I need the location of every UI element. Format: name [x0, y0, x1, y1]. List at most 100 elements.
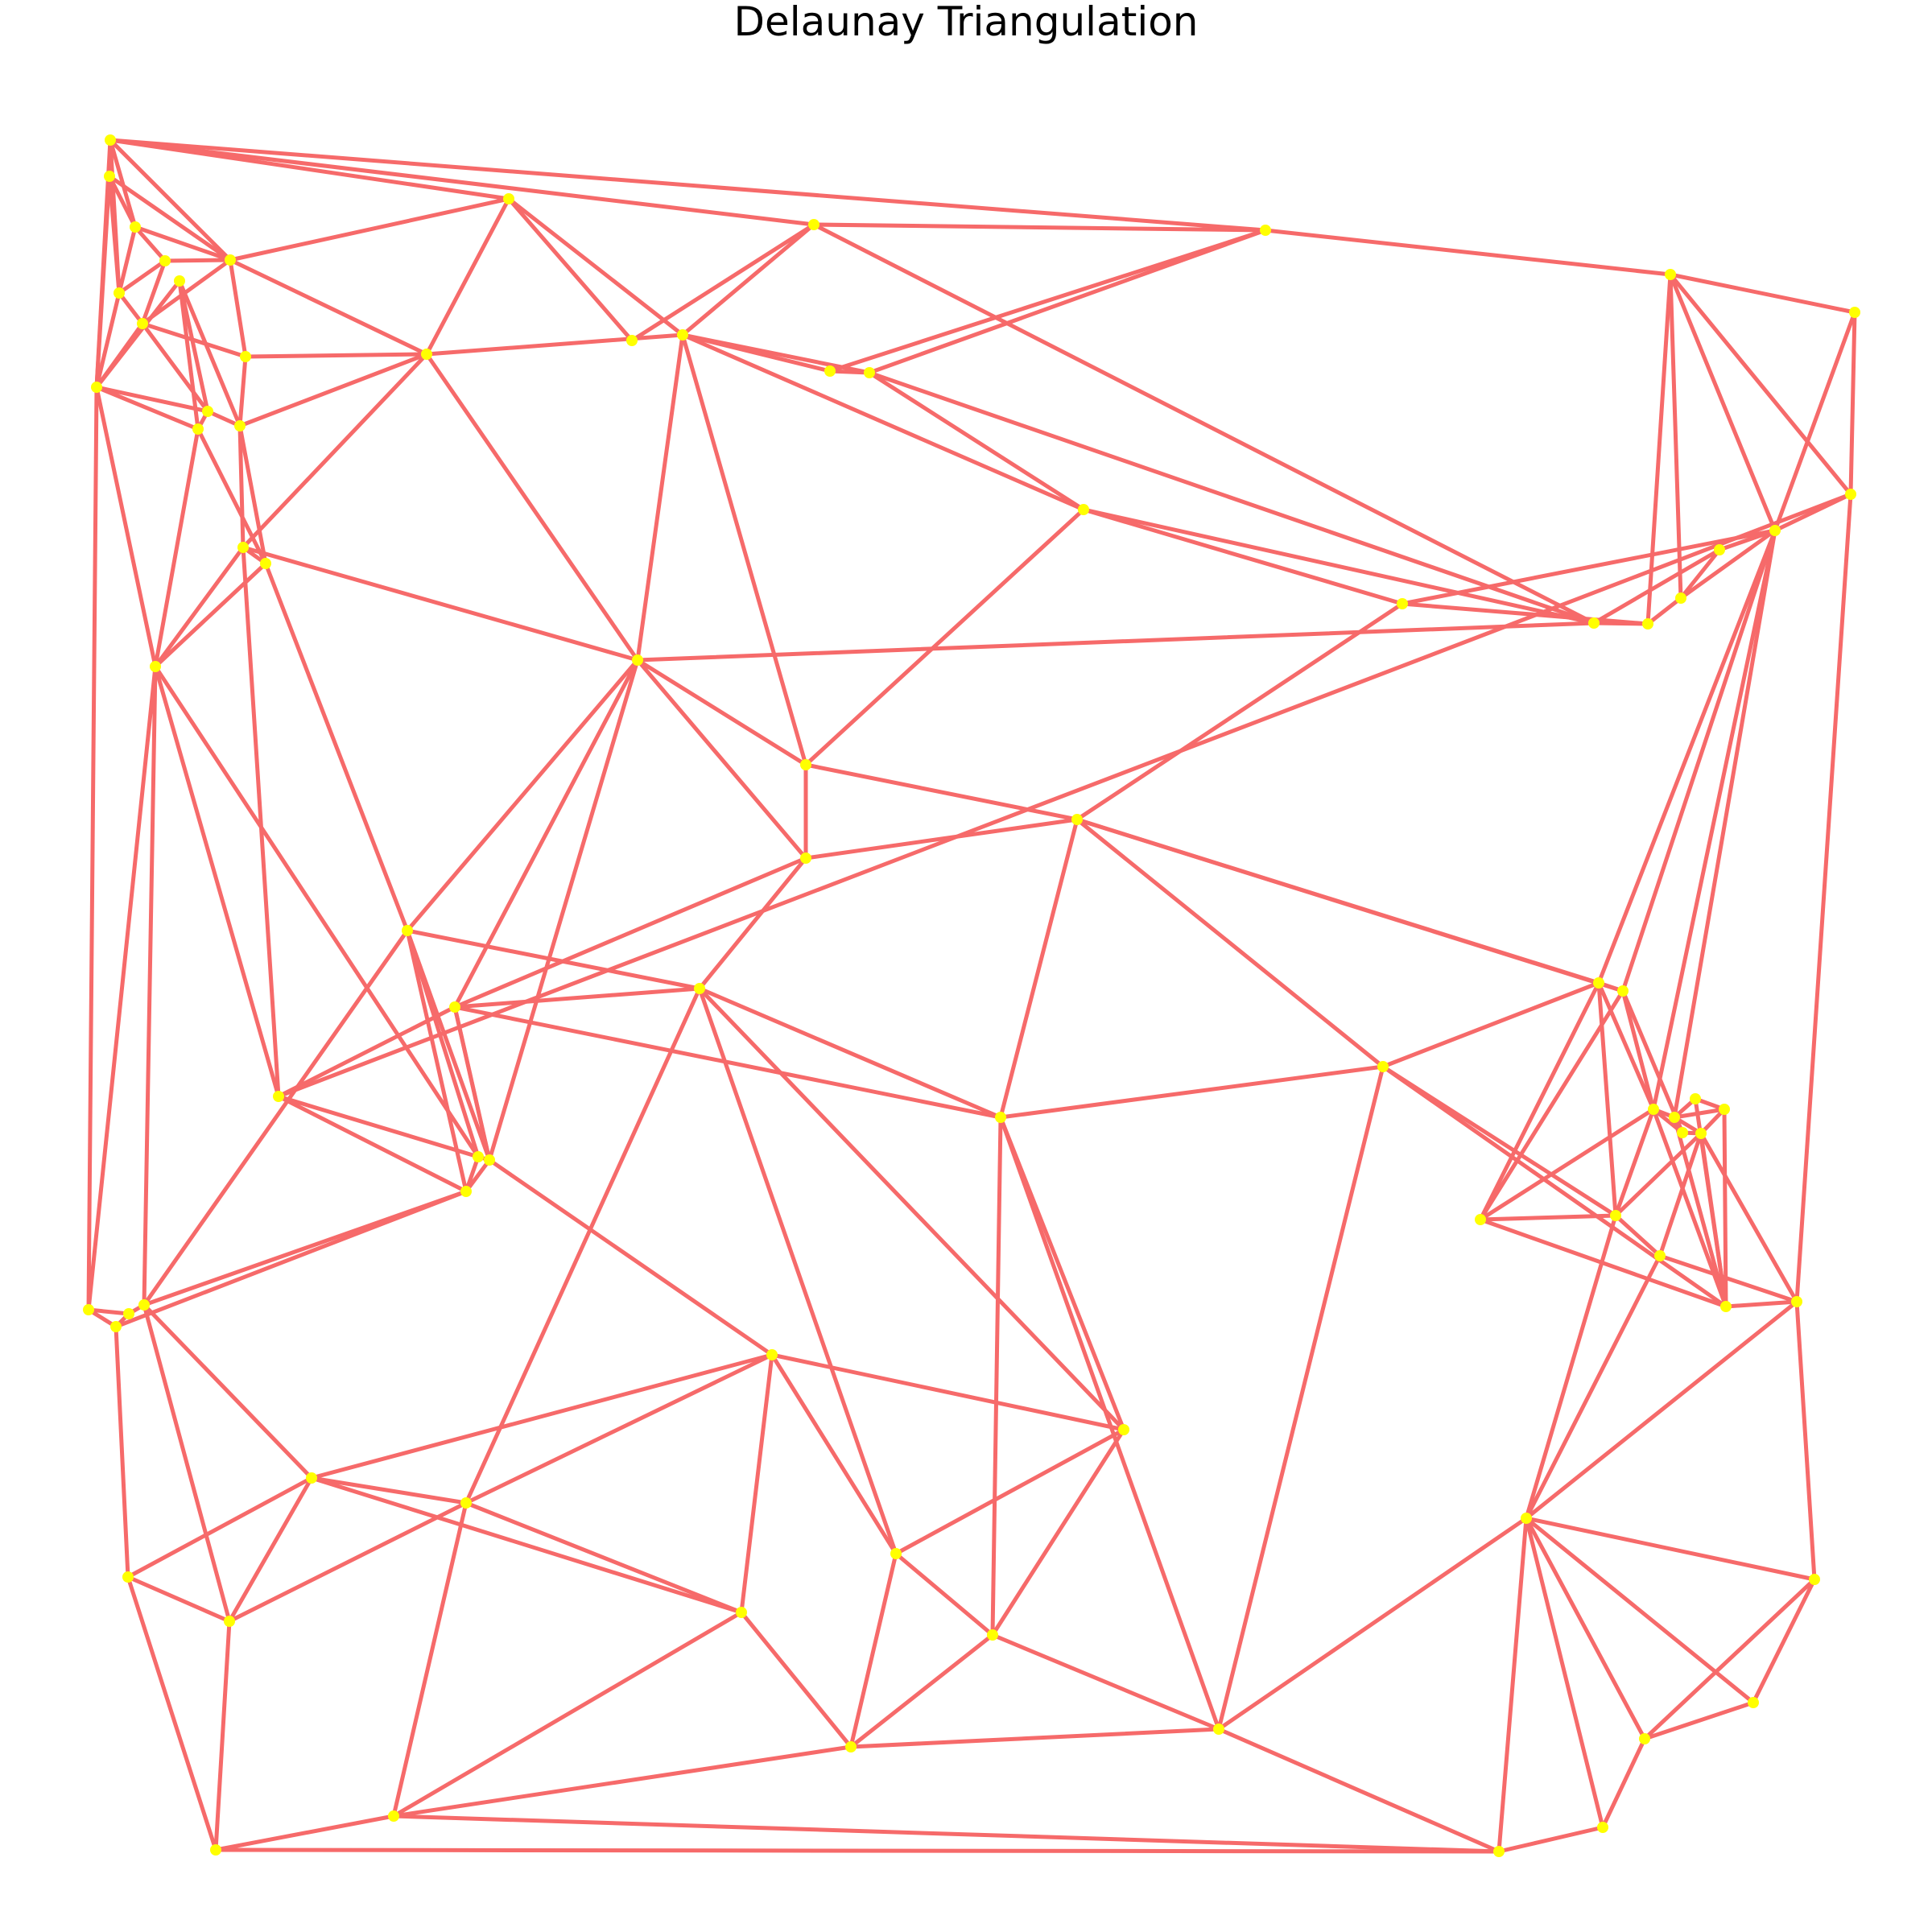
triangulation-vertex: [1654, 1250, 1666, 1261]
triangulation-edge: [828, 228, 1268, 374]
triangulation-edge: [803, 762, 1080, 822]
triangulation-edge: [86, 385, 99, 1312]
triangulation-edge: [770, 1352, 898, 1556]
triangulation-vertex: [123, 1308, 134, 1319]
triangulation-edge: [697, 856, 808, 991]
triangulation-vertex: [402, 925, 413, 936]
triangulation-vertex: [1665, 269, 1676, 280]
triangulation-vertex: [864, 367, 875, 378]
triangulation-edge: [86, 1307, 131, 1316]
triangulation-edge: [464, 1352, 774, 1505]
triangulation-edge: [126, 1575, 218, 1852]
triangulation-vertex: [1213, 1724, 1224, 1735]
triangulation-edge: [1722, 1107, 1728, 1309]
triangulation-edge: [1596, 980, 1618, 1218]
triangulation-edge: [1657, 1131, 1703, 1258]
triangulation-vertex: [210, 1844, 221, 1856]
triangulation-edge: [1613, 1107, 1656, 1218]
triangulation-edge: [153, 664, 481, 1159]
triangulation-vertex: [237, 542, 249, 553]
triangulation-edge: [1075, 817, 1385, 1069]
triangulation-edge: [1620, 989, 1656, 1112]
triangulation-edge: [227, 1501, 469, 1624]
triangulation-vertex: [174, 275, 185, 287]
triangulation-vertex: [202, 406, 213, 417]
triangulation-edge: [228, 258, 248, 359]
triangulation-edge: [680, 332, 832, 374]
triangulation-vertex: [137, 318, 148, 329]
triangulation-edge: [133, 225, 167, 263]
triangulation-edge: [1724, 1299, 1799, 1309]
triangulation-vertex: [1720, 1301, 1732, 1312]
triangulation-vertex: [110, 1321, 122, 1332]
triangulation-edge: [228, 196, 511, 262]
triangulation-edge: [126, 1476, 314, 1579]
triangulation-vertex: [824, 365, 836, 377]
triangulation-vertex: [890, 1548, 902, 1559]
triangulation-edge: [990, 1115, 1003, 1637]
triangulation-edge: [506, 196, 685, 337]
triangulation-edge: [1668, 272, 1857, 315]
triangulation-edge: [1524, 1299, 1799, 1521]
triangulation-edge: [635, 332, 685, 663]
triangulation-edge: [1496, 1825, 1605, 1854]
triangulation-edge: [153, 545, 246, 669]
triangulation-edge: [86, 664, 158, 1312]
triangulation-vertex: [1521, 1513, 1532, 1524]
triangulation-edge: [894, 1551, 995, 1637]
triangulation-edge: [241, 545, 281, 1099]
triangulation-vertex: [1809, 1574, 1820, 1585]
triangulation-edge: [697, 986, 1126, 1432]
triangulation-edge: [241, 352, 429, 550]
triangulation-vertex: [1078, 504, 1089, 515]
triangulation-edge: [228, 258, 429, 357]
triangulation-edge: [867, 370, 1086, 512]
triangulation-edge: [94, 174, 112, 390]
triangulation-edge: [405, 928, 492, 1162]
triangulation-edge: [117, 225, 138, 295]
triangulation-vertex: [694, 983, 705, 994]
triangulation-edge: [452, 986, 702, 1009]
triangulation-edge: [1524, 1516, 1756, 1705]
triangulation-edge: [227, 1476, 314, 1624]
triangulation-vertex: [800, 759, 811, 770]
triangulation-edge: [1478, 1213, 1618, 1222]
triangulation-edge: [1524, 1516, 1817, 1582]
triangulation-edge: [811, 222, 1596, 625]
triangulation-edge: [1651, 1107, 1728, 1309]
triangulation-edge: [739, 1610, 853, 1749]
triangulation-edge: [94, 291, 122, 390]
triangulation-edge: [142, 664, 158, 1307]
triangulation-edge: [848, 1727, 1221, 1749]
node-layer: [83, 134, 1860, 1857]
triangulation-edge: [990, 1427, 1126, 1637]
triangulation-vertex: [114, 287, 125, 299]
triangulation-vertex: [130, 221, 141, 233]
triangulation-vertex: [273, 1091, 284, 1102]
triangulation-edge: [1699, 1131, 1799, 1304]
triangulation-edge: [237, 423, 246, 550]
triangulation-vertex: [138, 1299, 150, 1311]
triangulation-edge: [213, 1814, 396, 1852]
triangulation-edge: [1478, 980, 1601, 1222]
triangulation-edge: [452, 1005, 492, 1162]
triangulation-edge: [237, 354, 248, 428]
triangulation-vertex: [1071, 814, 1083, 825]
triangulation-edge: [1672, 528, 1777, 1120]
triangulation-edge: [452, 1005, 1003, 1120]
triangulation-edge: [1591, 547, 1722, 625]
triangulation-edge: [196, 427, 268, 566]
triangulation-edge: [1081, 507, 1405, 606]
triangulation-vertex: [1714, 544, 1725, 555]
triangulation-edge: [697, 986, 1003, 1120]
triangulation-edge: [405, 928, 702, 991]
triangulation-edge: [213, 1619, 232, 1852]
triangulation-edge: [1216, 1064, 1385, 1732]
triangulation-edge: [237, 423, 268, 566]
triangulation-edge: [391, 1610, 744, 1818]
triangulation-edge: [464, 1501, 744, 1615]
triangulation-vertex: [306, 1472, 317, 1484]
triangulation-edge: [1596, 528, 1777, 985]
triangulation-edge: [1216, 1516, 1529, 1732]
triangulation-edge: [630, 222, 816, 343]
